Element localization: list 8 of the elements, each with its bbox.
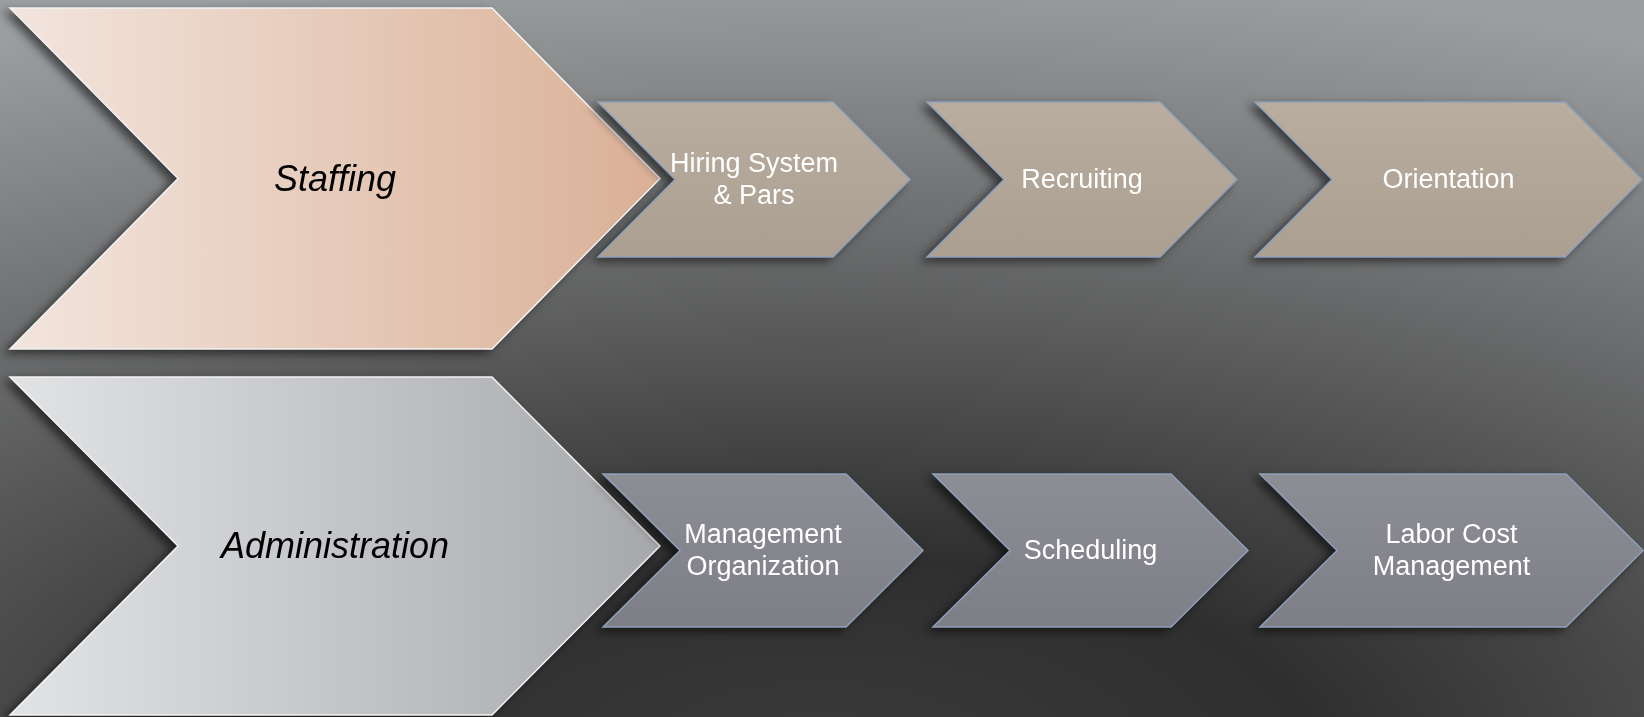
step-label: Recruiting (1021, 163, 1143, 195)
step-label: Management Organization (683, 519, 843, 582)
step-label: Hiring System & Pars (668, 148, 839, 211)
step-label: Scheduling (1023, 534, 1158, 566)
step-label: Orientation (1382, 163, 1515, 195)
category-label: Administration (220, 525, 450, 567)
category-label: Staffing (273, 157, 397, 200)
step-label: Labor Cost Management (1371, 519, 1532, 582)
